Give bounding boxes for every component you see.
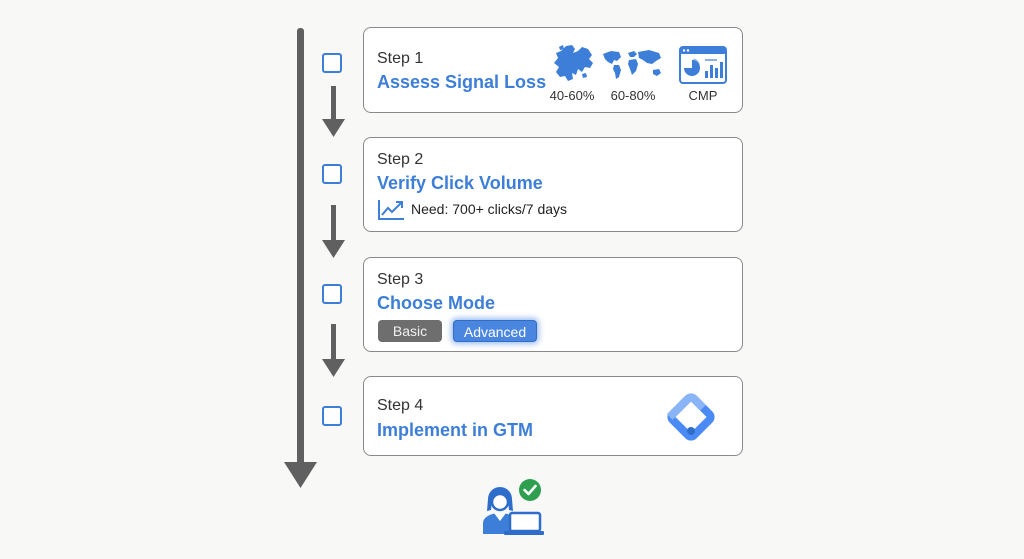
timeline-arrow (284, 28, 317, 488)
cmp-dashboard-icon (679, 46, 727, 84)
step-3-label: Step 3 (377, 271, 424, 288)
step-1-caption-1: 40-60% (549, 88, 595, 103)
europe-map-icon (554, 45, 593, 81)
step-1-caption-3: CMP (688, 88, 718, 103)
google-tag-manager-logo (667, 393, 715, 441)
step-1-label: Step 1 (377, 50, 424, 67)
step-4-label: Step 4 (377, 397, 424, 414)
step-4-title: Implement in GTM (377, 420, 534, 440)
step-3-title: Choose Mode (377, 293, 496, 313)
step-2-label: Step 2 (377, 151, 424, 168)
step-1-title: Assess Signal Loss (377, 72, 547, 92)
step-3-card: Step 3 Choose Mode Basic Advanced (363, 257, 743, 352)
step-2-title: Verify Click Volume (377, 173, 543, 193)
step-1-checkbox[interactable] (322, 53, 342, 73)
world-map-icon (603, 50, 661, 79)
step-3-checkbox[interactable] (322, 284, 342, 304)
user-at-laptop-with-checkmark-icon (483, 479, 544, 535)
step-1-caption-2: 60-80% (610, 88, 656, 103)
basic-mode-button[interactable]: Basic (378, 320, 442, 342)
step-4-checkbox[interactable] (322, 406, 342, 426)
step-2-checkbox[interactable] (322, 164, 342, 184)
step-arrow-2 (322, 205, 345, 258)
step-arrow-3 (322, 324, 345, 377)
step-1-card: Step 1 Assess Signal Loss 40-60% 60-80% … (363, 27, 743, 113)
step-2-card: Step 2 Verify Click Volume Need: 700+ cl… (363, 137, 743, 232)
advanced-mode-button[interactable]: Advanced (453, 320, 537, 342)
trend-chart-icon (378, 200, 404, 220)
step-arrow-1 (322, 86, 345, 137)
step-2-detail: Need: 700+ clicks/7 days (411, 201, 568, 217)
step-4-card: Step 4 Implement in GTM (363, 376, 743, 456)
